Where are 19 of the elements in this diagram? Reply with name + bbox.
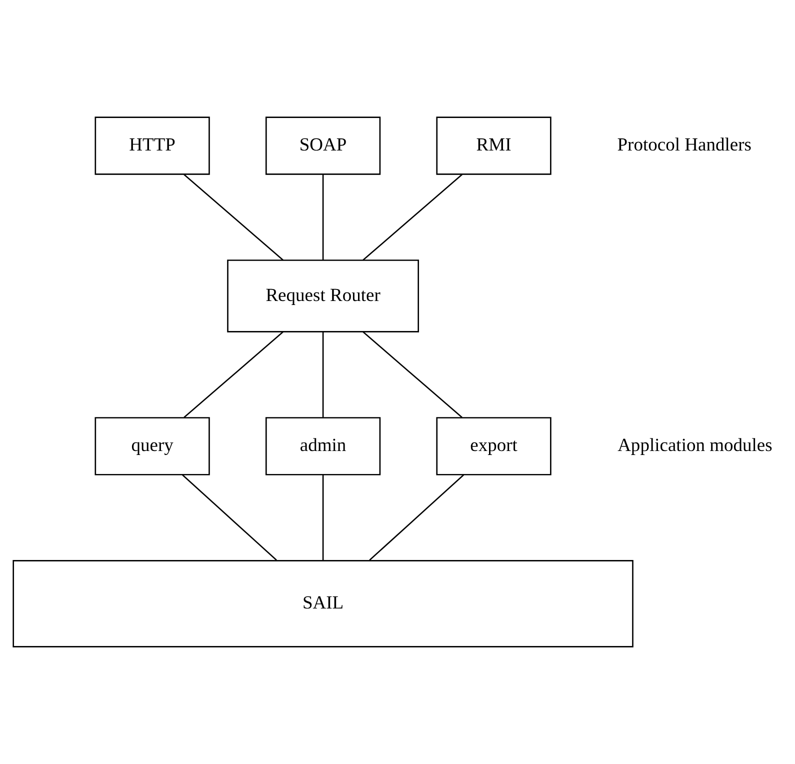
connector [322,174,324,260]
connector [184,331,284,418]
node-box: SOAP [265,116,381,175]
connector [184,174,284,261]
label: Protocol Handlers [617,134,752,156]
node-box: RMI [436,116,552,175]
connector [182,474,277,561]
connector [362,174,462,261]
label: Application modules [618,435,772,456]
node-box: admin [265,417,381,476]
connector [362,331,462,418]
node-box: SAIL [12,560,634,648]
connector [322,332,324,418]
node-box: export [436,417,552,476]
node-box: Request Router [227,260,419,332]
connector [369,474,464,561]
connector [322,474,324,560]
node-box: query [94,417,210,476]
node-box: HTTP [94,116,210,175]
